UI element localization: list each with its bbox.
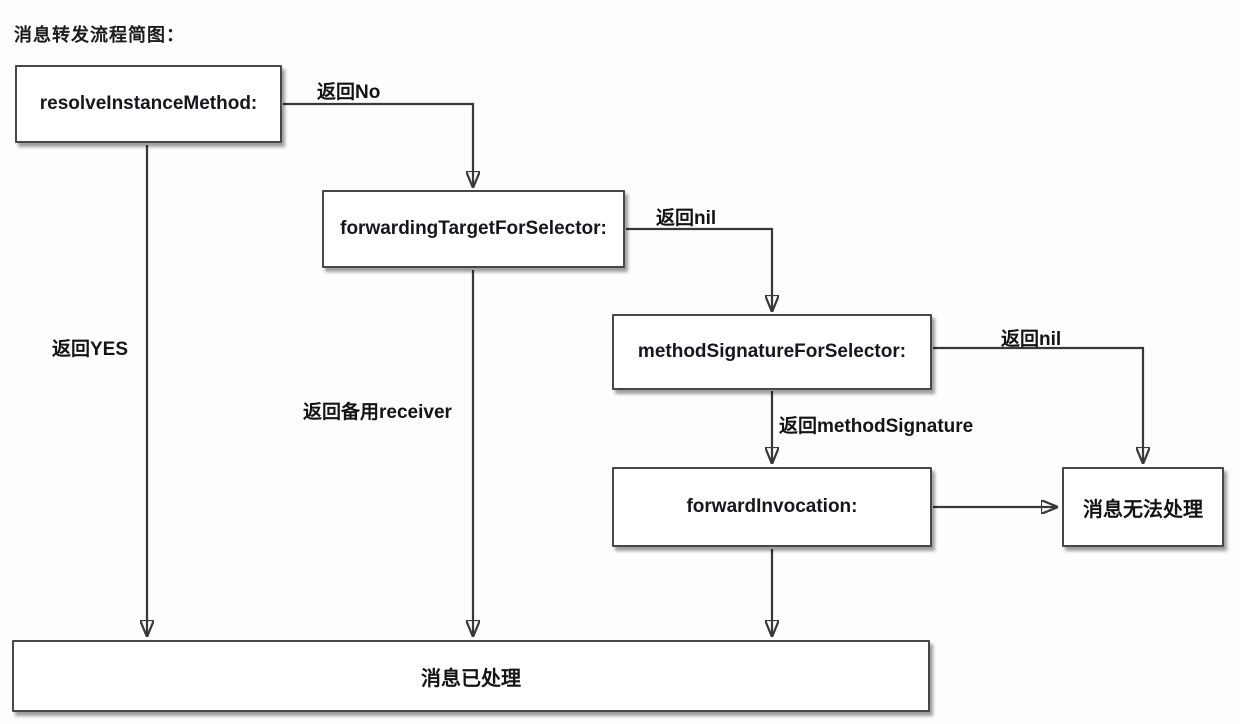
node-resolve-instance-method: resolveInstanceMethod: — [15, 65, 282, 143]
node-forward-invocation: forwardInvocation: — [612, 467, 932, 547]
edge-label-return-nil-forwarding-target: 返回nil — [656, 208, 717, 229]
node-forwarding-target-for-selector: forwardingTargetForSelector: — [322, 190, 625, 268]
node-message-unhandled: 消息无法处理 — [1062, 467, 1224, 547]
edge-label-return-yes: 返回YES — [52, 339, 129, 360]
edge-label-return-backup-receiver: 返回备用receiver — [303, 402, 452, 423]
arrow-resolve-to-forwarding-target — [283, 102, 473, 187]
arrow-method-signature-to-message-unhandled — [933, 346, 1143, 463]
node-method-signature-for-selector: methodSignatureForSelector: — [612, 314, 932, 390]
diagram-title: 消息转发流程简图： — [14, 25, 185, 45]
edge-label-return-method-signature: 返回methodSignature — [779, 416, 974, 437]
edge-label-return-no: 返回No — [317, 82, 381, 103]
arrow-forwarding-target-to-method-signature — [626, 227, 772, 311]
edge-label-return-nil-method-signature: 返回nil — [1001, 329, 1062, 350]
node-message-handled: 消息已处理 — [12, 640, 930, 712]
